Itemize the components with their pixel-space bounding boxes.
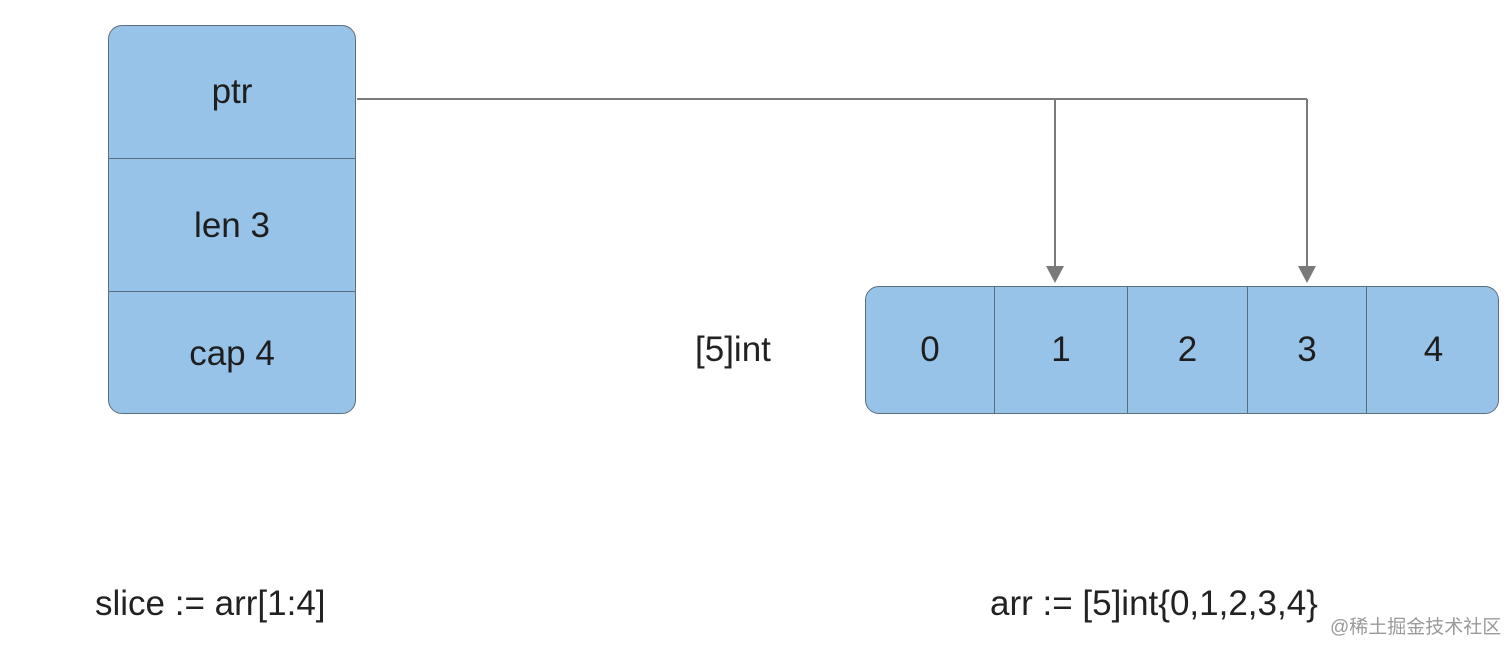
slice-expression: slice := arr[1:4] [95, 584, 326, 623]
array-type-label: [5]int [695, 330, 771, 369]
underlying-array: 0 1 2 3 4 [865, 286, 1499, 414]
ptr-to-cell-3-arrowhead [1298, 266, 1316, 283]
array-cell-3: 3 [1247, 287, 1366, 413]
slice-field-cap: cap 4 [109, 291, 355, 413]
ptr-to-cell-1-arrowhead [1046, 266, 1064, 283]
slice-field-ptr: ptr [211, 72, 253, 111]
array-cell-4: 4 [1366, 287, 1498, 413]
slice-header-struct: ptr len 3 cap 4 [108, 25, 356, 414]
array-cell-1: 1 [994, 287, 1127, 413]
array-cell-2: 2 [1127, 287, 1247, 413]
array-expression: arr := [5]int{0,1,2,3,4} [990, 584, 1318, 623]
watermark: @稀土掘金技术社区 [1330, 617, 1502, 638]
array-cell-0: 0 [920, 330, 940, 369]
slice-field-len: len 3 [109, 158, 355, 292]
